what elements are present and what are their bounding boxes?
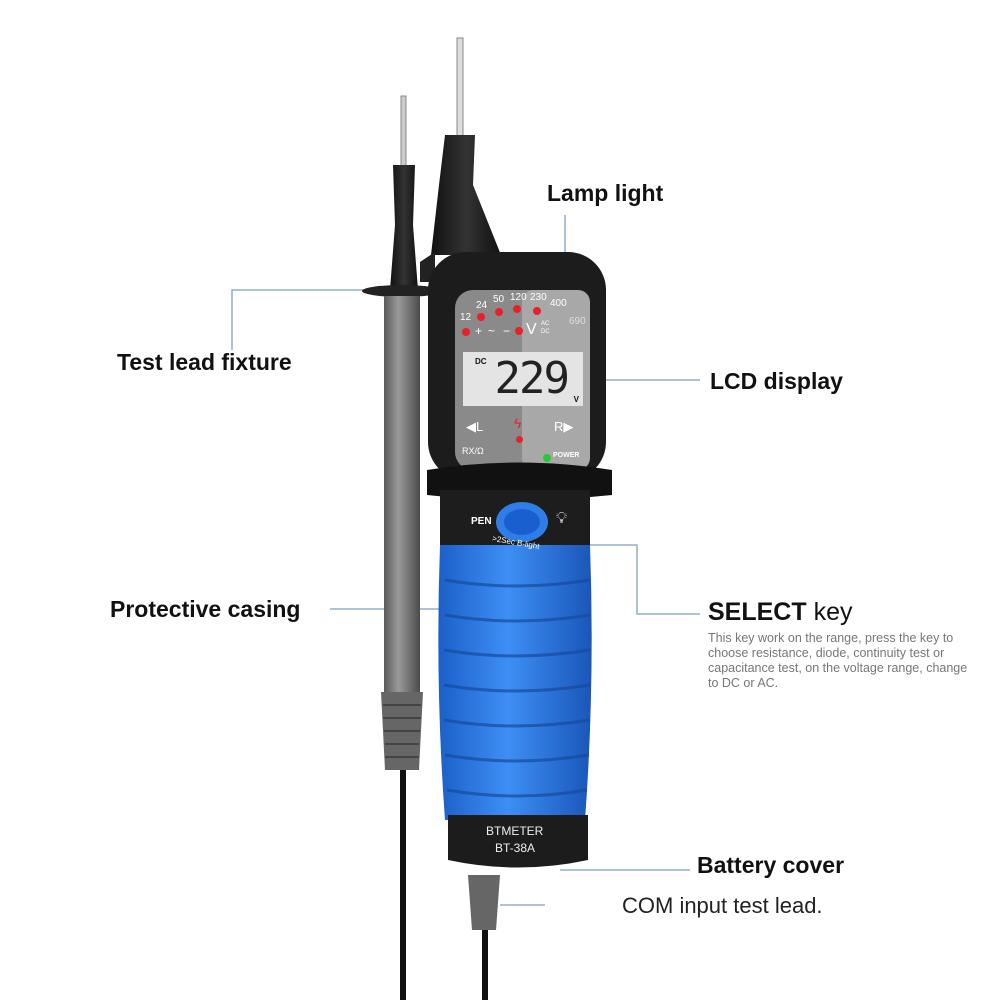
led — [477, 313, 485, 321]
sym-plus: + — [475, 324, 483, 338]
main-probe — [420, 37, 501, 282]
sym-ac: ~ — [488, 324, 496, 338]
lcd-value: 229 — [494, 353, 570, 404]
ac-label: AC — [541, 321, 550, 327]
select-key-label-rest: key — [806, 598, 853, 626]
v-unit: V — [526, 321, 537, 338]
test-lead — [362, 95, 442, 1000]
protective-casing-label: Protective casing — [110, 596, 301, 622]
power-label: POWER — [553, 452, 580, 459]
led — [462, 328, 470, 336]
test-lead-fixture-leader — [231, 289, 368, 350]
lamp-icon: 💡︎ — [556, 510, 568, 527]
lcd-unit: V — [573, 395, 579, 404]
com-input-label: COM input test lead. — [622, 893, 823, 918]
test-lead-fixture-flange — [362, 285, 442, 297]
led-label-400: 400 — [550, 298, 567, 309]
select-key-label-bold: SELECT — [708, 598, 807, 626]
led — [495, 308, 503, 316]
right-indicator: R▶ — [554, 419, 574, 434]
lcd-display-label: LCD display — [710, 368, 843, 394]
brand: BTMETER — [486, 824, 544, 838]
voltage-leds: 12 24 50 120 230 400 690 + ~ − V AC DC — [458, 292, 593, 342]
com-plug — [468, 875, 500, 930]
led-label-24: 24 — [476, 300, 488, 311]
lcd-mode: DC — [475, 357, 487, 366]
left-indicator: ◀L — [466, 419, 484, 434]
led-label-690: 690 — [569, 316, 586, 327]
lamp-light-label: Lamp light — [547, 180, 664, 206]
select-key-label: SELECT key — [708, 598, 852, 627]
dc-label-small: DC — [541, 329, 550, 335]
rx-label: RX/Ω — [462, 446, 484, 456]
led-label-120: 120 — [510, 292, 527, 303]
led-label-230: 230 — [530, 292, 547, 303]
led-label-12: 12 — [460, 312, 472, 323]
led — [533, 307, 541, 315]
battery-cover — [448, 815, 588, 868]
protective-casing — [438, 545, 592, 820]
leader-lines — [231, 215, 700, 906]
battery-cover-label: Battery cover — [697, 852, 845, 878]
model: BT-38A — [495, 841, 536, 855]
grip-ridges — [443, 578, 591, 798]
pen-label: PEN — [471, 516, 492, 527]
test-lead-fixture-label: Test lead fixture — [117, 349, 292, 375]
led — [516, 436, 523, 443]
led — [515, 327, 523, 335]
lcd-display: DC 229 V — [463, 352, 583, 406]
select-key-description: This key work on the range, press the ke… — [708, 631, 968, 690]
sym-minus: − — [503, 324, 511, 338]
select-key-leader — [548, 544, 700, 615]
led — [513, 305, 521, 313]
lightning-icon: ϟ — [514, 415, 522, 431]
led-label-50: 50 — [493, 294, 505, 305]
power-led — [543, 454, 551, 462]
indicator-panel: ◀L ϟ R▶ RX/Ω POWER — [458, 412, 590, 468]
